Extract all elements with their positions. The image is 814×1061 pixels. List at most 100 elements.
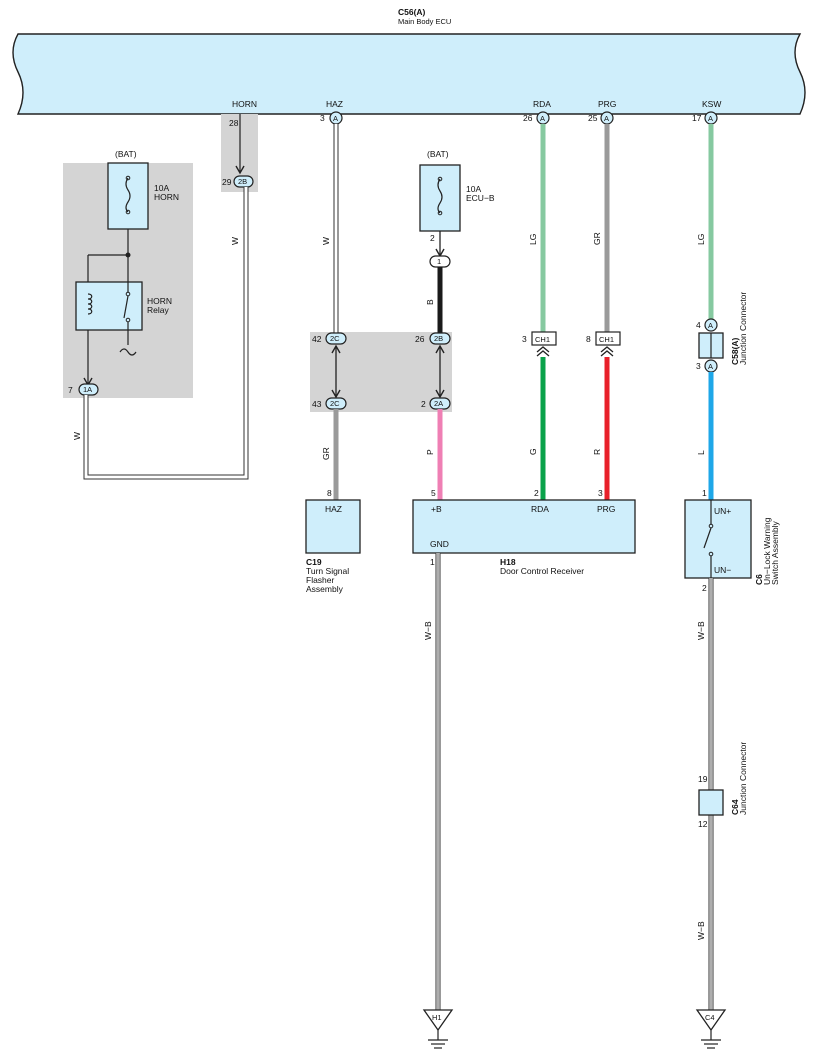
ksw-circuit: A 17 LG A 4 A 3 C58(A) Junction Connecto… bbox=[692, 111, 748, 500]
c58-top-conn: A bbox=[708, 321, 713, 330]
ecub-circuit: (BAT) 10A ECU−B 2 1 B 2B 26 2A 2 P 5 bbox=[415, 149, 495, 500]
rda-pin-number: 26 bbox=[523, 113, 533, 123]
haz-pin-number: 3 bbox=[320, 113, 325, 123]
c58-bottom-conn: A bbox=[708, 362, 713, 371]
ksw-wire-color-upper: LG bbox=[696, 234, 706, 245]
c6-unlock-warning-switch: UN+ UN− C6 Un−Lock Warning Switch Assemb… bbox=[684, 499, 780, 593]
prg-inline-connector bbox=[595, 331, 621, 346]
jb-right-bottom-pin: 2 bbox=[421, 399, 426, 409]
c6-name-2: Switch Assembly bbox=[770, 520, 780, 585]
ecub-fuse-name: ECU−B bbox=[466, 193, 495, 203]
h18-term-b: +B bbox=[431, 504, 442, 514]
ecu-pin-haz-label: HAZ bbox=[326, 99, 343, 109]
horn-terminal-pin: 7 bbox=[68, 385, 73, 395]
prg-wire-color-upper: GR bbox=[592, 232, 602, 245]
rda-inline-connector bbox=[531, 331, 557, 346]
main-body-ecu: C56(A) Main Body ECU HORN HAZ RDA PRG KS… bbox=[12, 7, 806, 115]
c64-pin-top: 19 bbox=[698, 774, 708, 784]
ecub-fuse bbox=[419, 164, 461, 232]
h18-term-gnd: GND bbox=[430, 539, 449, 549]
horn-bat-label: (BAT) bbox=[115, 149, 137, 159]
jb-left-bottom-conn: 2C bbox=[330, 399, 340, 408]
c19-name-1: Turn Signal bbox=[306, 566, 349, 576]
c58-bottom-pin: 3 bbox=[696, 361, 701, 371]
h1-ground-circuit: W−B H1 bbox=[422, 553, 454, 1049]
horn-relay-label-1: HORN bbox=[147, 296, 172, 306]
ksw-pin-number: 17 bbox=[692, 113, 702, 123]
c4-ground-circuit: W−B 19 12 C64 Junction Connector W−B C4 bbox=[695, 578, 748, 1049]
rda-inline-label: CH1 bbox=[535, 335, 550, 344]
h18-term-rda: RDA bbox=[531, 504, 549, 514]
relay-switch-icon bbox=[123, 295, 129, 319]
horn-relay bbox=[75, 281, 143, 331]
c58-id: C58(A) bbox=[730, 337, 740, 365]
horn-pin-number: 28 bbox=[229, 118, 239, 128]
h18-id: H18 bbox=[500, 557, 516, 567]
c64-pin-bottom: 12 bbox=[698, 819, 708, 829]
c19-pin: 8 bbox=[327, 488, 332, 498]
ecub-pin: 2 bbox=[430, 233, 435, 243]
horn-junction-pin: 29 bbox=[222, 177, 232, 187]
rda-wire-color-upper: LG bbox=[528, 234, 538, 245]
ecu-name: Main Body ECU bbox=[398, 17, 451, 26]
c4-ground-icon bbox=[695, 1009, 727, 1032]
c6-pin-top: 1 bbox=[702, 488, 707, 498]
prg-pin-number: 25 bbox=[588, 113, 598, 123]
ecub-wire-color: B bbox=[425, 299, 435, 305]
c6-term-minus: UN− bbox=[714, 565, 731, 575]
c4-wire-color-upper: W−B bbox=[696, 621, 706, 640]
prg-circuit: A 25 GR CH1 8 R 3 bbox=[586, 111, 621, 500]
c6-pin-bottom: 2 bbox=[702, 583, 707, 593]
ksw-conn: A bbox=[708, 114, 713, 123]
rda-conn: A bbox=[540, 114, 545, 123]
ecu-body bbox=[12, 33, 806, 115]
c58-name: Junction Connector bbox=[738, 292, 748, 365]
horn-relay-label-2: Relay bbox=[147, 305, 169, 315]
c6-name-1: Un−Lock Warning bbox=[762, 517, 772, 585]
jb-left-top-conn: 2C bbox=[330, 334, 340, 343]
h18-pin-rda: 2 bbox=[534, 488, 539, 498]
h18-pin-gnd: 1 bbox=[430, 557, 435, 567]
h1-wire-color: W−B bbox=[423, 621, 433, 640]
jb-right-top-conn: 2B bbox=[434, 334, 443, 343]
prg-inline-pin: 8 bbox=[586, 334, 591, 344]
ecu-id: C56(A) bbox=[398, 7, 426, 17]
rda-wire-color-lower: G bbox=[528, 448, 538, 455]
ecub-fuse-amp: 10A bbox=[466, 184, 481, 194]
jb-left-bottom-pin: 43 bbox=[312, 399, 322, 409]
horn-fuse-amp: 10A bbox=[154, 183, 169, 193]
ecu-pin-ksw-label: KSW bbox=[702, 99, 721, 109]
h18-door-control-receiver: +B RDA PRG GND H18 Door Control Receiver… bbox=[412, 499, 636, 576]
haz-conn: A bbox=[333, 114, 338, 123]
jb-right-top-pin: 26 bbox=[415, 334, 425, 344]
horn-fuse-name: HORN bbox=[154, 192, 179, 202]
haz-circuit: A 3 W 2C 42 2C 43 GR 8 bbox=[312, 111, 347, 500]
h1-ground-icon bbox=[422, 1009, 454, 1032]
horn-circuit: (BAT) 10A HORN HORN Relay 1A 7 bbox=[68, 149, 179, 396]
ksw-wire-color-lower: L bbox=[696, 450, 706, 455]
prg-wire-color-lower: R bbox=[592, 449, 602, 455]
ecu-pin-prg-label: PRG bbox=[598, 99, 616, 109]
horn-symbol-icon bbox=[119, 348, 137, 356]
c58-top-pin: 4 bbox=[696, 320, 701, 330]
ecub-fuse-element-icon bbox=[437, 178, 443, 214]
c19-terminal: HAZ bbox=[325, 504, 342, 514]
c19-id: C19 bbox=[306, 557, 322, 567]
prg-inline-label: CH1 bbox=[599, 335, 614, 344]
c64-id: C64 bbox=[730, 799, 740, 815]
haz-wire-color-lower: GR bbox=[321, 447, 331, 460]
h18-term-prg: PRG bbox=[597, 504, 615, 514]
ecu-pin-horn-label: HORN bbox=[232, 99, 257, 109]
prg-conn: A bbox=[604, 114, 609, 123]
ecub-plug-number: 1 bbox=[437, 257, 441, 266]
horn-terminal-conn: 1A bbox=[83, 385, 92, 394]
h18-pin-b: 5 bbox=[431, 488, 436, 498]
horn-wire-color-upper: W bbox=[230, 237, 240, 245]
b-wire-color: P bbox=[425, 449, 435, 455]
c4-wire-color-lower: W−B bbox=[696, 921, 706, 940]
jb-left-top-pin: 42 bbox=[312, 334, 322, 344]
c6-id: C6 bbox=[754, 574, 764, 585]
ecub-bat-label: (BAT) bbox=[427, 149, 449, 159]
horn-fuse bbox=[107, 162, 149, 230]
